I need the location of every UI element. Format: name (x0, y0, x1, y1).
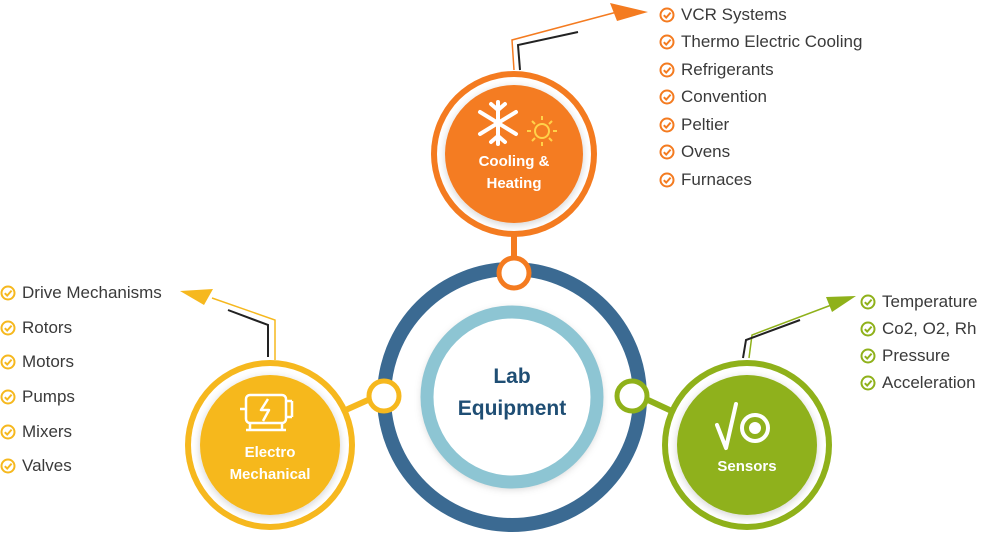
check-circle-icon (659, 144, 675, 160)
sensors-list: Temperature Co2, O2, Rh Pressure Acceler… (860, 289, 977, 396)
check-circle-icon (0, 354, 16, 370)
list-item-label: Peltier (681, 114, 730, 134)
list-item: Pressure (860, 343, 977, 370)
list-item: Temperature (860, 289, 977, 316)
list-item: Furnaces (659, 166, 862, 194)
electro-connector (366, 378, 402, 414)
list-item-label: Acceleration (882, 372, 976, 392)
cooling-list: VCR Systems Thermo Electric Cooling Refr… (659, 1, 862, 194)
cooling-node (431, 71, 597, 237)
list-item: Drive Mechanisms (0, 276, 162, 311)
cooling-connector (496, 255, 532, 291)
list-item-label: Ovens (681, 142, 731, 162)
check-circle-icon (860, 321, 876, 337)
list-item: Motors (0, 345, 162, 380)
check-circle-icon (659, 7, 675, 23)
list-item: Valves (0, 449, 162, 484)
check-circle-icon (659, 89, 675, 105)
cooling-label-line2: Heating (486, 175, 542, 192)
check-circle-icon (860, 348, 876, 364)
list-item: Pumps (0, 380, 162, 415)
list-item-label: Thermo Electric Cooling (681, 32, 863, 52)
inner-ring (420, 305, 604, 489)
list-item: Acceleration (860, 369, 977, 396)
check-circle-icon (0, 424, 16, 440)
check-circle-icon (659, 172, 675, 188)
check-circle-icon (860, 375, 876, 391)
list-item: Peltier (659, 111, 862, 139)
list-item: Mixers (0, 414, 162, 449)
center-title-line1: Lab (493, 365, 531, 388)
check-circle-icon (659, 117, 675, 133)
cooling-pointer (511, 3, 648, 71)
cooling-label-line1: Cooling & (478, 153, 550, 170)
list-item: Refrigerants (659, 56, 862, 84)
list-item-label: Valves (22, 456, 72, 476)
electro-label: Electro Mechanical (205, 442, 335, 486)
check-circle-icon (0, 285, 16, 301)
electro-node (185, 360, 355, 530)
check-circle-icon (860, 294, 876, 310)
sensor-pulse-icon (715, 402, 770, 450)
electro-pointer (180, 289, 276, 360)
list-item-label: Convention (681, 87, 768, 107)
list-item: Convention (659, 84, 862, 112)
check-circle-icon (659, 62, 675, 78)
list-item-label: Pressure (882, 345, 951, 365)
sensors-connector (614, 378, 650, 414)
list-item-label: Co2, O2, Rh (882, 319, 977, 339)
list-item-label: Pumps (22, 387, 75, 407)
cooling-label: Cooling & Heating (454, 151, 574, 195)
list-item: VCR Systems (659, 1, 862, 29)
sensors-label: Sensors (687, 456, 807, 478)
list-item-label: Motors (22, 352, 74, 372)
sensors-node (662, 360, 832, 530)
list-item-label: Mixers (22, 421, 73, 441)
list-item: Rotors (0, 311, 162, 346)
list-item-label: Furnaces (681, 169, 752, 189)
list-item-label: Refrigerants (681, 59, 774, 79)
list-item: Thermo Electric Cooling (659, 29, 862, 57)
sun-icon (527, 116, 557, 146)
sensors-pointer (742, 296, 856, 359)
check-circle-icon (0, 320, 16, 336)
list-item-label: Drive Mechanisms (22, 283, 162, 303)
sensors-label-line1: Sensors (717, 458, 777, 475)
center-title-line2: Equipment (457, 397, 567, 420)
list-item: Ovens (659, 139, 862, 167)
snowflake-icon (478, 100, 518, 146)
list-item-label: Rotors (22, 317, 73, 337)
center-title: Lab Equipment (432, 361, 592, 425)
center-disc (422, 307, 602, 487)
check-circle-icon (0, 458, 16, 474)
list-item: Co2, O2, Rh (860, 316, 977, 343)
check-circle-icon (659, 34, 675, 50)
electro-label-line1: Electro (244, 444, 296, 461)
check-circle-icon (0, 389, 16, 405)
electro-label-line2: Mechanical (229, 466, 311, 483)
list-item-label: Temperature (882, 292, 978, 312)
list-item-label: VCR Systems (681, 4, 787, 24)
electro-list: Drive Mechanisms Rotors Motors Pumps Mix… (0, 276, 162, 484)
electric-motor-icon (240, 393, 294, 432)
